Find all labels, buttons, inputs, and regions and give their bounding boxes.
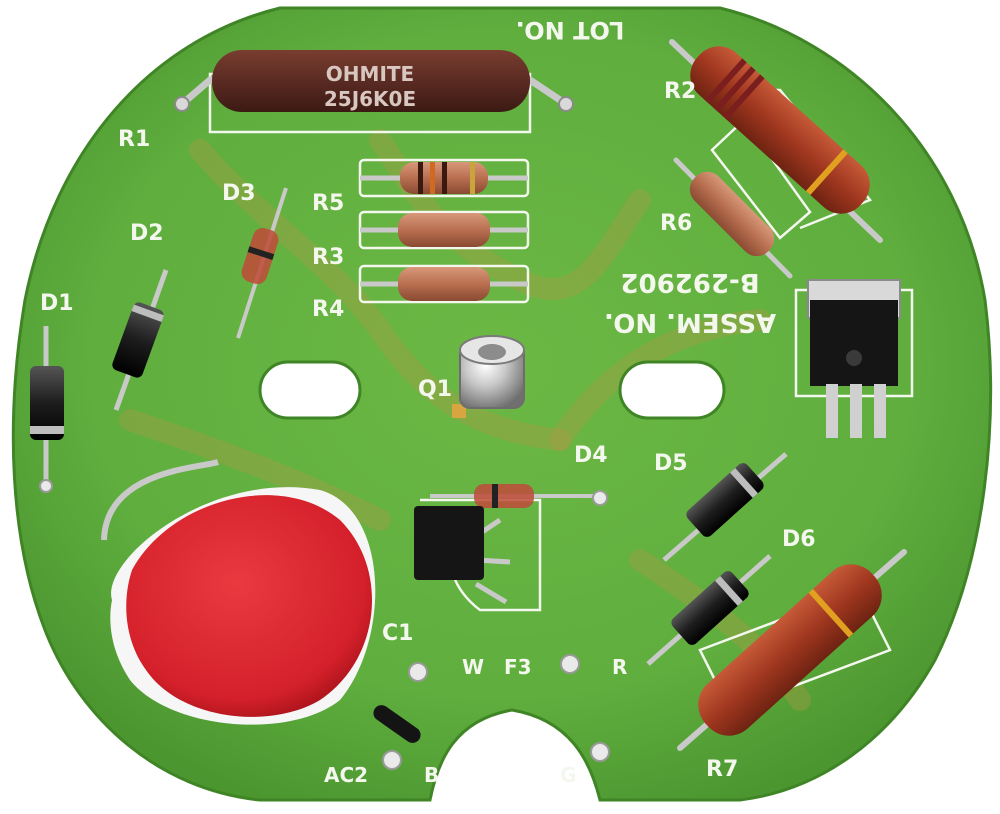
label-r6: R6 <box>660 211 692 236</box>
resistor-r6 <box>673 157 793 279</box>
assem-number: B-292902 <box>620 267 759 297</box>
resistor-r5 <box>360 162 528 194</box>
label-r: R <box>612 655 627 679</box>
silkscreen-labels: LOT NO. ASSEM. NO. B-292902 R1 R2 R3 R4 … <box>40 16 816 787</box>
label-f3: F3 <box>504 655 532 679</box>
label-r3: R3 <box>312 245 344 270</box>
label-d2: D2 <box>130 221 164 246</box>
label-r7: R7 <box>706 757 738 782</box>
ohmite-code-text: 25J6K0E <box>324 87 416 111</box>
label-r4: R4 <box>312 297 344 322</box>
varistor-c1 <box>101 459 376 725</box>
label-b: B <box>424 763 439 787</box>
diode-d2 <box>112 269 169 411</box>
label-d3: D3 <box>222 181 256 206</box>
small-transistor <box>414 506 511 605</box>
label-r5: R5 <box>312 191 344 216</box>
label-c1: C1 <box>382 621 413 646</box>
diode-d3 <box>236 187 288 339</box>
transistor-q1 <box>452 335 525 418</box>
diode-d4 <box>430 484 600 508</box>
ohmite-brand-text: OHMITE <box>326 62 414 86</box>
resistor-r7 <box>677 549 907 751</box>
resistor-r3 <box>360 213 528 247</box>
label-w: W <box>462 655 484 679</box>
diode-d6 <box>646 554 772 666</box>
voltage-regulator <box>807 279 901 438</box>
diode-d1 <box>30 326 64 486</box>
resistor-r4 <box>360 267 528 301</box>
resistor-r2 <box>669 39 883 243</box>
label-ac2: AC2 <box>324 763 368 787</box>
label-r1: R1 <box>118 127 150 152</box>
lot-label: LOT NO. <box>516 16 625 44</box>
jumper-wire <box>373 705 421 743</box>
label-q1: Q1 <box>418 377 452 402</box>
label-d1: D1 <box>40 291 74 316</box>
label-r2: R2 <box>664 79 696 104</box>
label-d5: D5 <box>654 451 688 476</box>
mounting-slot-left <box>258 360 362 420</box>
diode-d5 <box>662 452 788 562</box>
label-d6: D6 <box>782 527 816 552</box>
label-d4: D4 <box>574 443 608 468</box>
assem-label: ASSEM. NO. <box>604 307 776 337</box>
label-g: G <box>560 763 576 787</box>
solder-pads <box>39 479 610 770</box>
mounting-slot-right <box>618 360 726 420</box>
resistor-r1: OHMITE 25J6K0E <box>174 50 574 112</box>
